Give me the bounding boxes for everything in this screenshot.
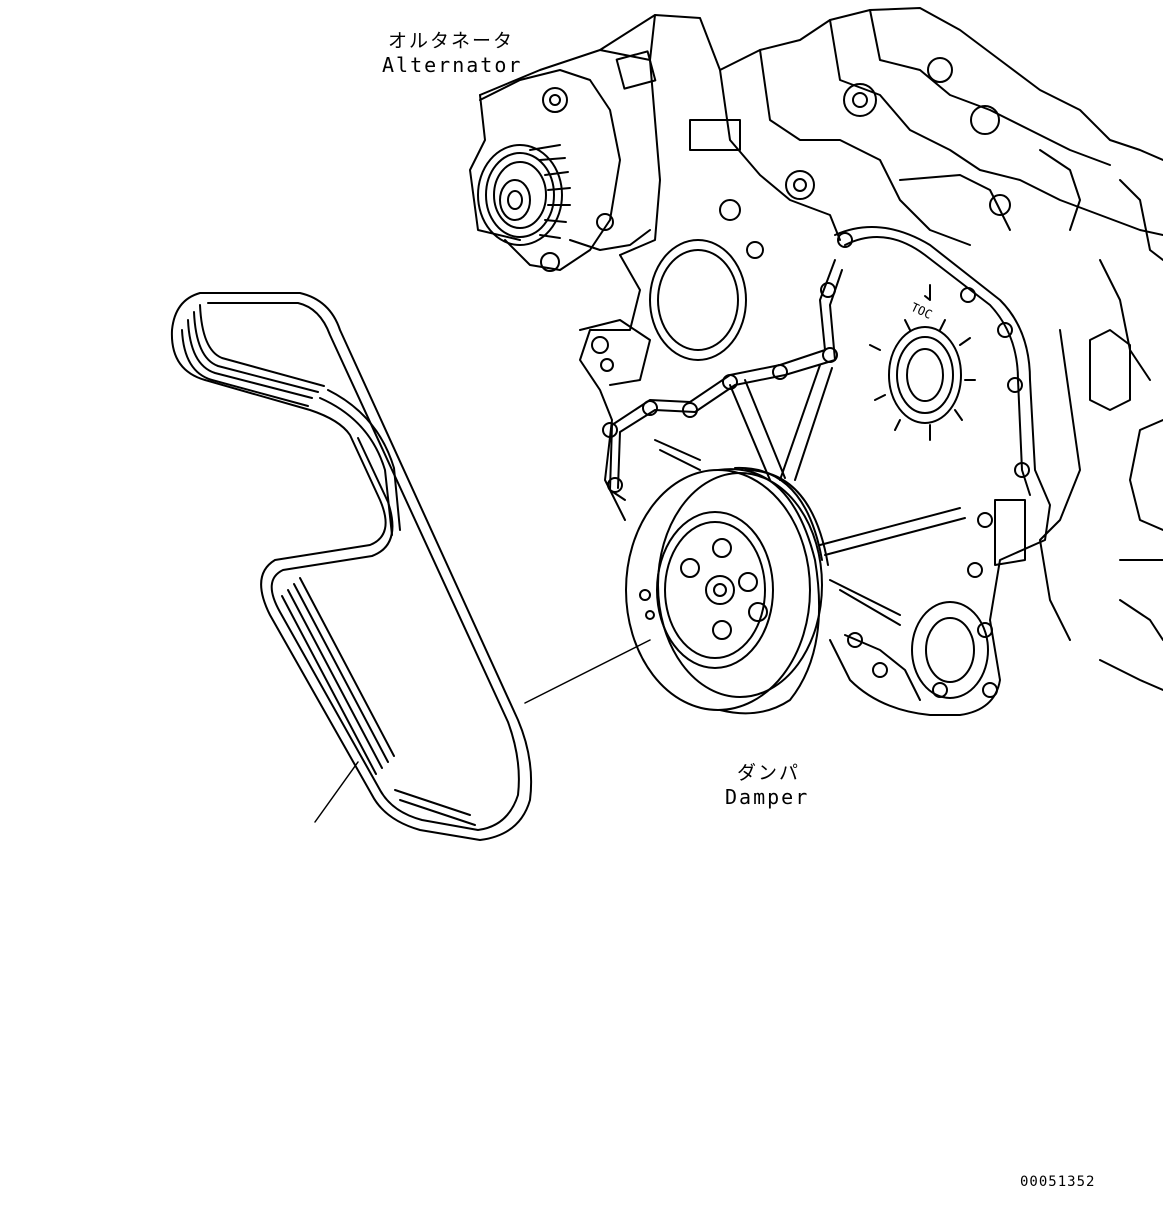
damper	[625, 466, 829, 715]
engine-block	[469, 7, 1163, 691]
belt-leader-line	[314, 761, 359, 823]
alternator-label-en: Alternator	[382, 53, 523, 77]
damper-leader-line	[524, 639, 651, 704]
alternator	[477, 69, 651, 272]
drawing-number: 00051352	[1020, 1174, 1096, 1190]
timing-cover: TOC	[579, 226, 1051, 716]
leader-lines	[314, 639, 651, 823]
v-ribbed-belt	[170, 292, 533, 841]
toc-mark: TOC	[909, 300, 935, 322]
damper-label-en: Damper	[725, 785, 810, 809]
damper-label-jp: ダンパ	[737, 762, 801, 784]
alternator-label-jp: オルタネータ	[388, 30, 515, 52]
